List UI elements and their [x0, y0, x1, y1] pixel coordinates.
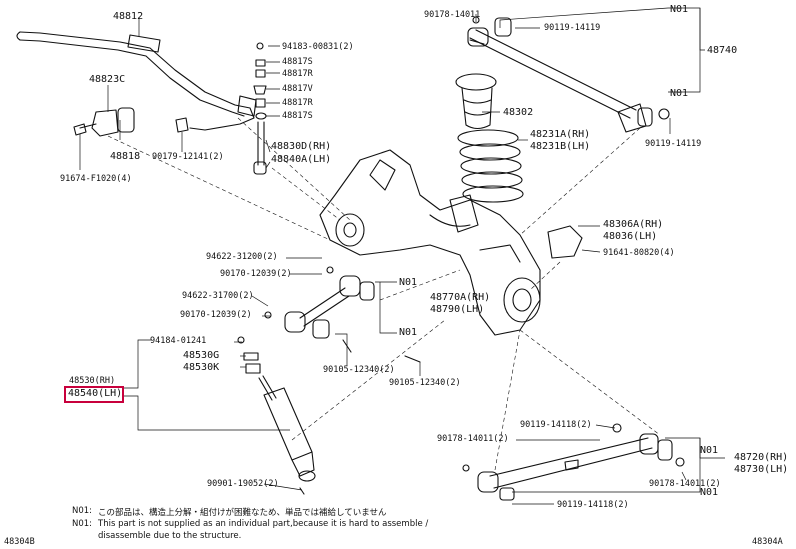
label-48730: 48730(LH): [734, 464, 789, 475]
label-n01-low-2: N01: [700, 487, 719, 498]
label-n01-top: N01: [670, 4, 689, 15]
label-48790: 48790(LH): [430, 304, 485, 315]
label-91674: 91674-F1020(4): [60, 174, 132, 184]
label-48231b: 48231B(LH): [530, 141, 591, 152]
label-48817v: 48817V: [282, 84, 313, 94]
label-48830d: 48830D(RH): [271, 141, 332, 152]
label-48740: 48740: [707, 45, 738, 56]
coil-spring-drawing: [457, 129, 524, 203]
label-48817s-top: 48817S: [282, 57, 313, 67]
note-en-text-1: This part is not supplied as an individu…: [98, 519, 429, 529]
label-48823c: 48823C: [89, 74, 126, 85]
label-48818: 48818: [110, 151, 141, 162]
label-90119-14119-mid: 90119-14119: [645, 139, 702, 149]
label-90170-12039-b: 90170-12039(2): [180, 310, 252, 320]
label-48720: 48720(RH): [734, 452, 789, 463]
upper-control-arm-drawing: [467, 16, 670, 133]
note-en-text-2: disassemble due to the structure.: [98, 531, 242, 541]
label-48540: 48540(LH): [68, 388, 123, 399]
label-48817s-bot: 48817S: [282, 111, 313, 121]
label-91641: 91641-80820(4): [603, 248, 675, 258]
label-n01-lateral-2: N01: [399, 327, 418, 338]
label-48036: 48036(LH): [603, 231, 658, 242]
label-48817r-top: 48817R: [282, 69, 313, 79]
label-90178-14011-top: 90178-14011: [424, 10, 481, 20]
label-94184: 94184-01241: [150, 336, 207, 346]
label-94183: 94183-00831(2): [282, 42, 354, 52]
note-jp-prefix: N01:: [72, 506, 93, 516]
label-90178-14011-low: 90178-14011(2): [437, 434, 509, 444]
label-48306a: 48306A(RH): [603, 219, 664, 230]
label-48231a: 48231A(RH): [530, 129, 591, 140]
stabilizer-bar-drawing: [16, 31, 257, 131]
label-94622-31700: 94622-31700(2): [182, 291, 254, 301]
label-90105-a: 90105-12340(2): [323, 365, 395, 375]
shock-absorber-drawing: [237, 336, 316, 495]
label-90170-12039-a: 90170-12039(2): [220, 269, 292, 279]
label-48530: 48530(RH): [69, 376, 116, 386]
label-90179-12141: 90179-12141(2): [152, 152, 224, 162]
label-90119-14118-a: 90119-14118(2): [520, 420, 592, 430]
label-94622-31200: 94622-31200(2): [206, 252, 278, 262]
label-48530k: 48530K: [183, 362, 220, 373]
label-n01-lateral-1: N01: [399, 277, 418, 288]
bump-stopper-drawing: [455, 73, 497, 130]
label-48530g: 48530G: [183, 350, 220, 361]
label-48770a: 48770A(RH): [430, 292, 491, 303]
leader-lines: [79, 7, 725, 505]
label-48817r-bot: 48817R: [282, 98, 313, 108]
note-jp-text: この部品は、構造上分解・組付けが困難なため、単品では補給していません: [98, 508, 387, 518]
label-90901: 90901-19052(2): [207, 479, 279, 489]
highlight-box-48540: [64, 386, 124, 403]
label-48302: 48302: [503, 107, 534, 118]
axle-carrier-drawing: [319, 149, 583, 336]
label-48840a: 48840A(LH): [271, 154, 332, 165]
label-48812: 48812: [113, 11, 144, 22]
label-n01-mid: N01: [670, 88, 689, 99]
stabilizer-link-stack: [175, 42, 267, 175]
stabilizer-bracket-drawing: [73, 107, 135, 137]
footer-code-left: 48304B: [4, 537, 35, 547]
phantom-lines: [107, 117, 661, 471]
lateral-rod-drawing: [264, 266, 421, 363]
label-90119-14119-top: 90119-14119: [544, 23, 601, 33]
footer-code-right: 48304A: [752, 537, 783, 547]
label-90105-b: 90105-12340(2): [389, 378, 461, 388]
note-en-prefix: N01:: [72, 519, 93, 529]
label-n01-low-1: N01: [700, 445, 719, 456]
label-90178-14011-low2: 90178-14011(2): [649, 479, 721, 489]
label-90119-14118-b: 90119-14118(2): [557, 500, 629, 510]
